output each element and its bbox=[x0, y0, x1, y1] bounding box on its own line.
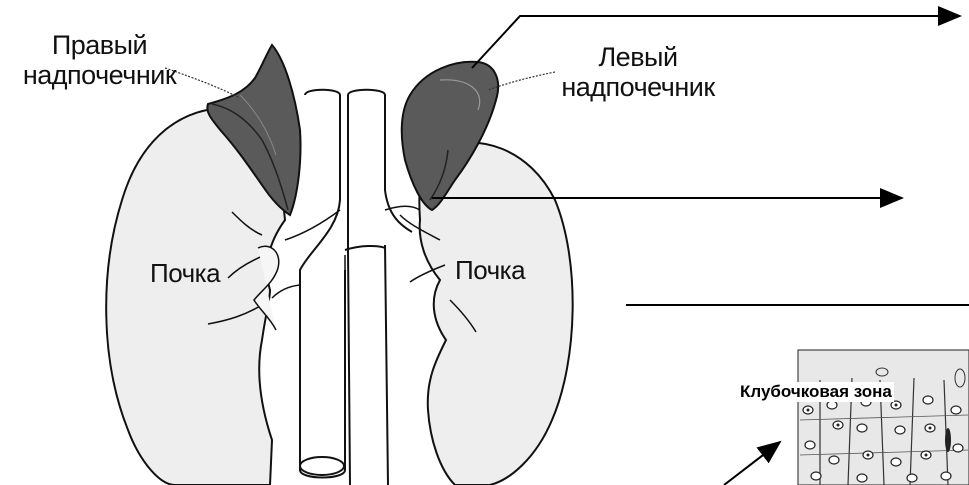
label-kidney-left: Почка bbox=[455, 255, 525, 285]
vena-cava-end bbox=[300, 457, 344, 475]
label-left-adrenal-line1: Левый bbox=[558, 42, 718, 72]
label-left-adrenal-line2: надпочечник bbox=[558, 72, 718, 102]
histology-inset bbox=[798, 350, 969, 485]
label-left-adrenal: Левый надпочечник bbox=[558, 42, 718, 102]
label-right-adrenal: Правый надпочечник bbox=[12, 30, 187, 90]
label-histology-zone: Клубочковая зона bbox=[738, 382, 894, 402]
vena-cava bbox=[300, 90, 345, 478]
arrow-bottom bbox=[724, 442, 780, 485]
label-kidney-right: Почка bbox=[150, 258, 220, 288]
label-right-adrenal-line1: Правый bbox=[12, 30, 187, 60]
label-right-adrenal-line2: надпочечник bbox=[12, 60, 187, 90]
